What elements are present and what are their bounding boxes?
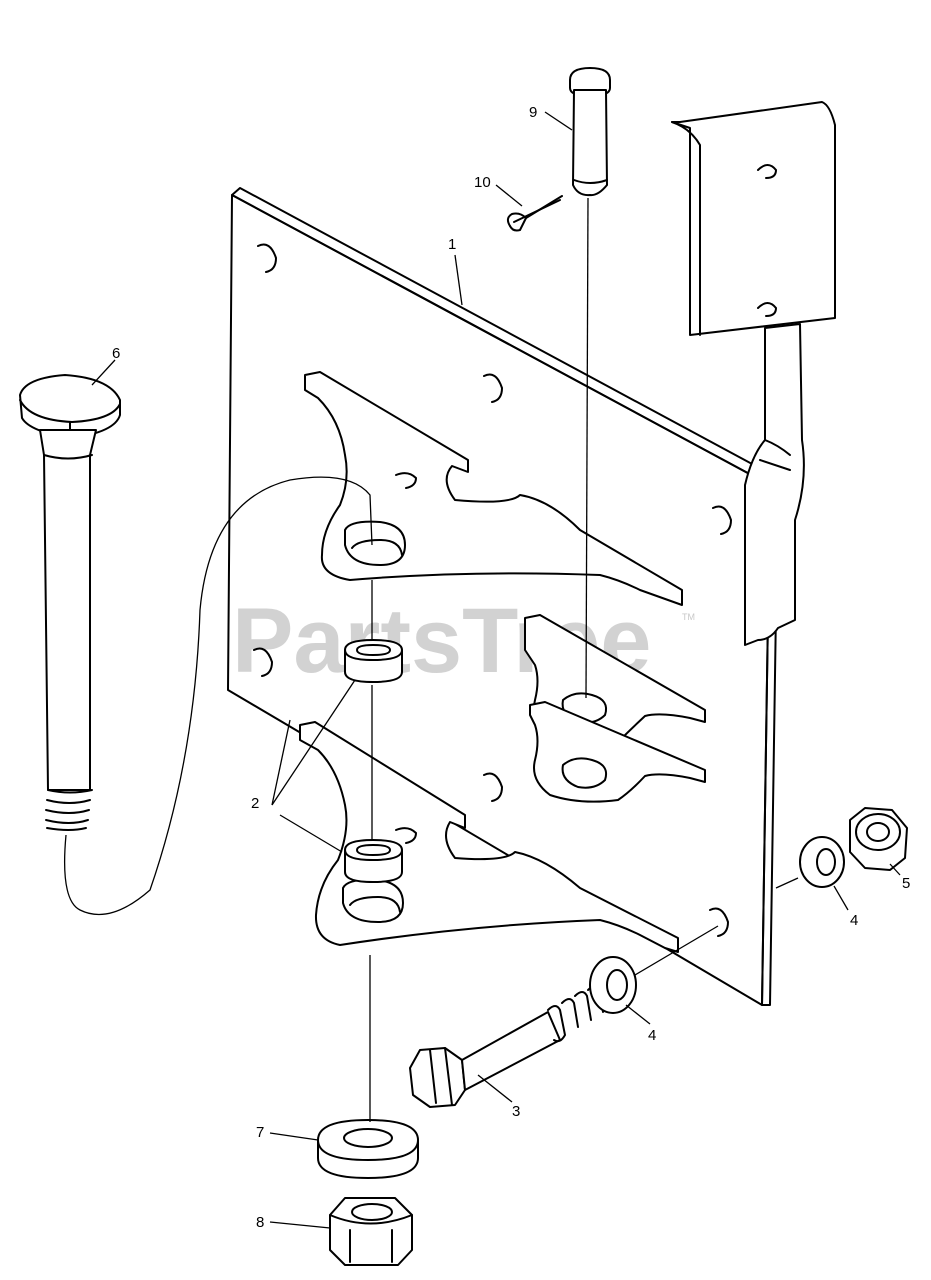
part-6-t-pin (19, 374, 373, 916)
part-5-nut (849, 807, 908, 871)
callout-1: 1 (448, 236, 456, 253)
assembly-lines (369, 197, 799, 1122)
callout-4-front: 4 (648, 1027, 656, 1044)
callout-2: 2 (251, 795, 259, 812)
part-4-washer-front (589, 956, 637, 1014)
part-2-spacers (344, 639, 403, 883)
part-9-clevis-pin (569, 67, 611, 197)
part-8-nut (329, 1197, 413, 1266)
callout-3: 3 (512, 1103, 520, 1120)
callout-6: 6 (112, 345, 120, 362)
lever-assembly (671, 101, 836, 646)
callout-5: 5 (902, 875, 910, 892)
leader-lines (91, 111, 901, 1229)
callouts: 1 2 3 4 4 5 6 7 8 9 10 (112, 104, 910, 1231)
callout-7: 7 (256, 1124, 264, 1141)
part-1-mounting-plate (227, 187, 779, 1006)
callout-10: 10 (474, 174, 491, 191)
part-3-bolt (409, 985, 604, 1108)
callout-4-rear: 4 (850, 912, 858, 929)
callout-9: 9 (529, 104, 537, 121)
part-10-cotter-pin (506, 195, 563, 232)
part-4-washer-rear (799, 836, 845, 888)
watermark-trademark: TM (682, 612, 695, 622)
part-7-washer (317, 1119, 419, 1179)
callout-8: 8 (256, 1214, 264, 1231)
